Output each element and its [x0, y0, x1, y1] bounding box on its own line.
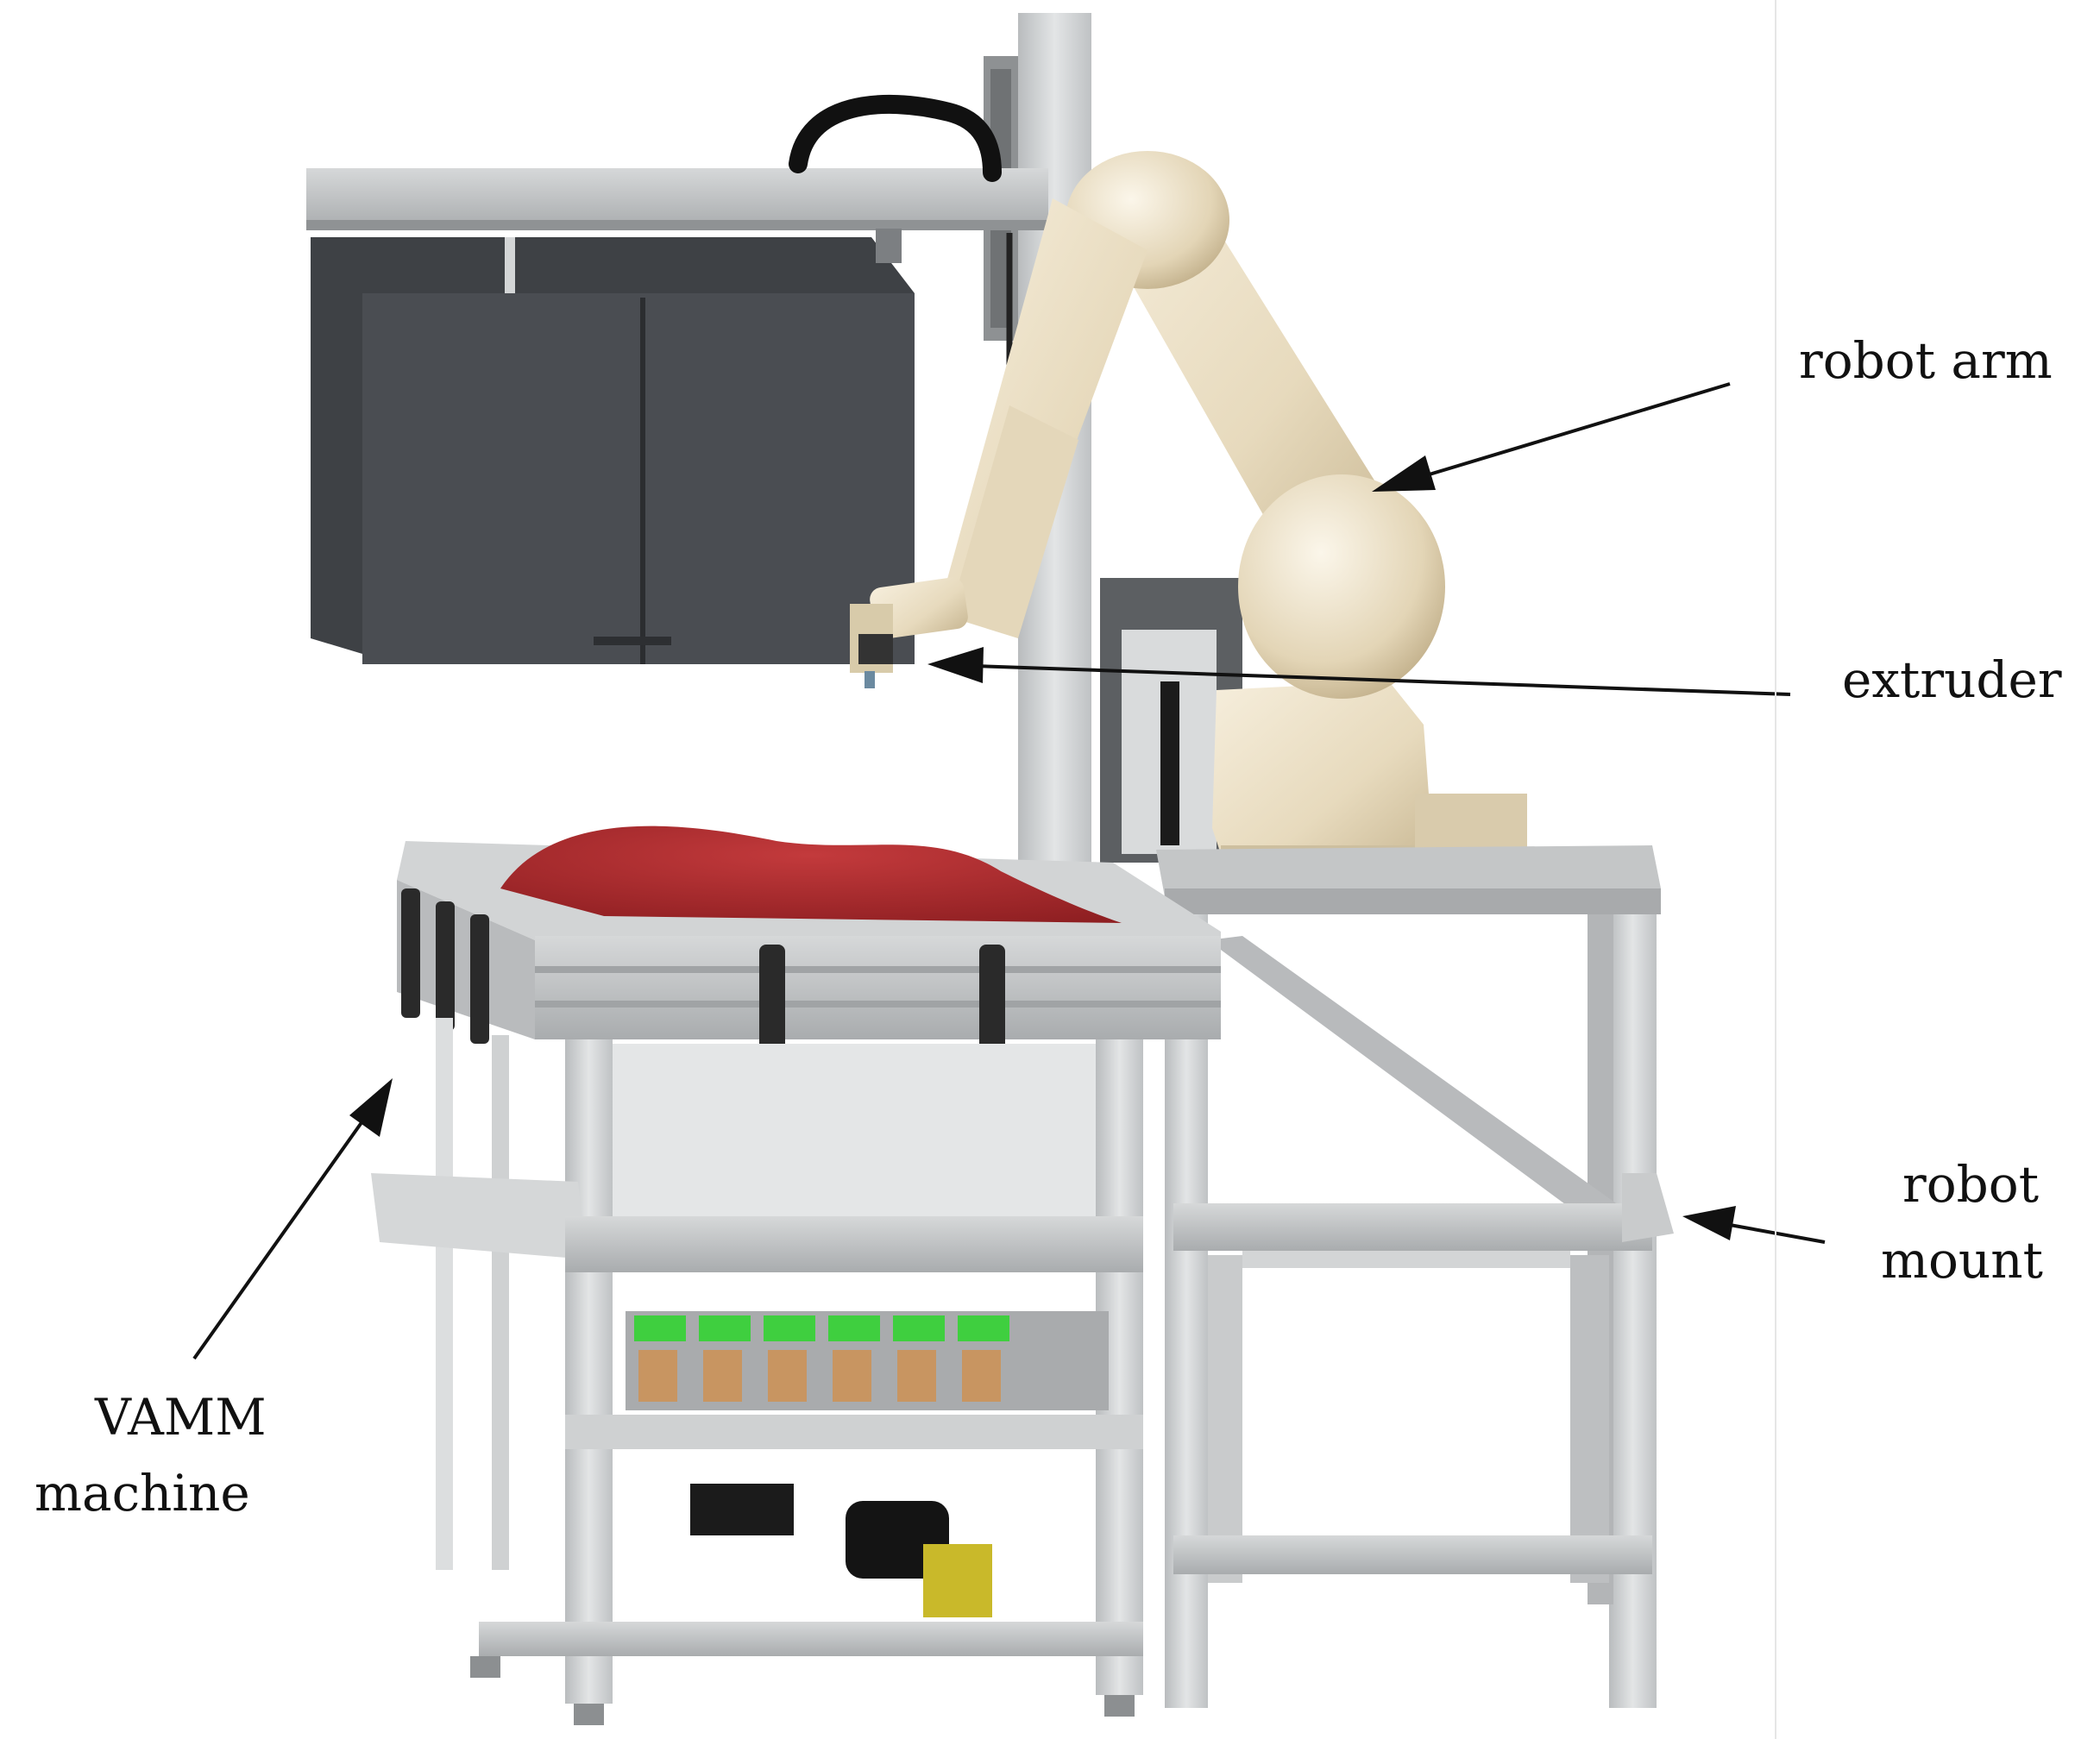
cable-chain: [789, 94, 1002, 182]
label-robot-mount-line1: robot: [1902, 1155, 2039, 1214]
arrow-robot-arm: [1372, 382, 1731, 492]
label-robot-mount-line2: mount: [1881, 1231, 2043, 1290]
arrow-vamm-machine: [192, 1078, 393, 1360]
label-vamm-line1: VAMM: [95, 1388, 267, 1447]
vamm-machine: [371, 826, 1221, 1725]
arrow-robot-mount: [1682, 1206, 1826, 1244]
label-robot-arm: robot arm: [1799, 331, 2053, 390]
hopper-cabinet: [311, 229, 915, 664]
overhead-beam: [306, 168, 1048, 230]
robot-mount-frame: [1156, 845, 1674, 1708]
red-mold: [500, 826, 1122, 923]
label-extruder: extruder: [1842, 650, 2062, 709]
label-vamm-line2: machine: [35, 1464, 250, 1522]
arrow-extruder: [927, 647, 1791, 696]
feeder-units: [626, 1311, 1109, 1410]
